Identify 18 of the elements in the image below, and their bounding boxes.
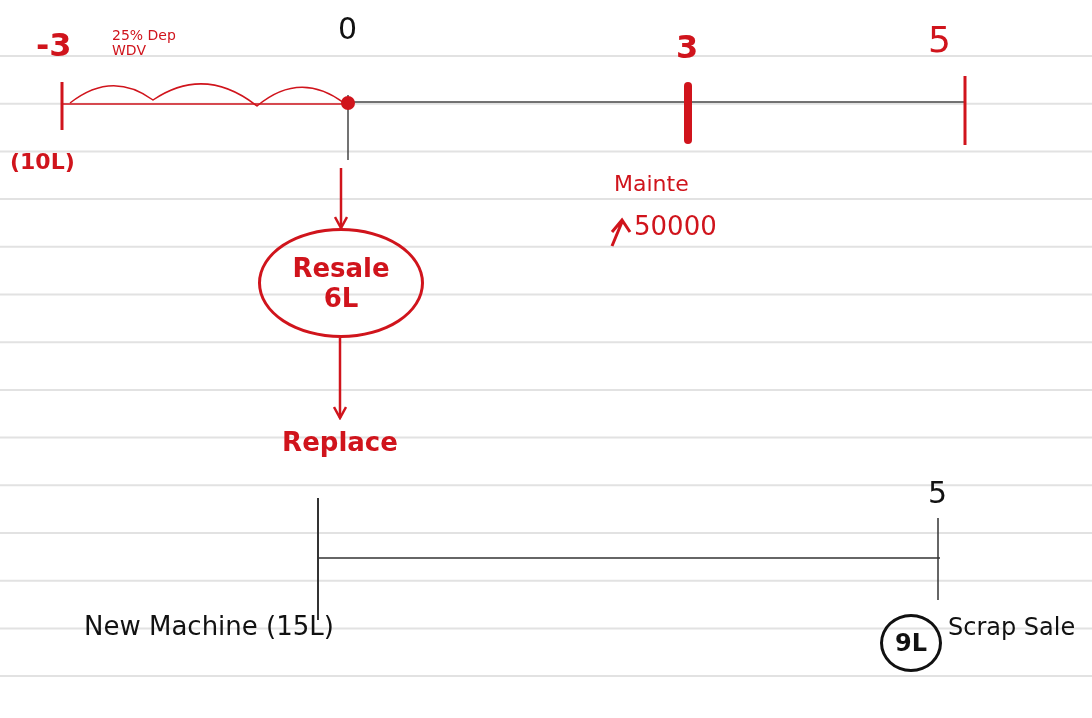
resale-ellipse <box>258 228 424 338</box>
arrow <box>332 338 348 420</box>
timeline-number: -3 <box>36 28 72 64</box>
replace-note: Replace <box>270 418 410 466</box>
cost-note: 50000 <box>634 212 717 241</box>
cost-note: (10L) <box>10 150 75 175</box>
new-machine-note: New Machine (15L) <box>84 612 335 641</box>
depreciation-note: 25% Dep WDV <box>112 28 177 59</box>
timeline-number: 0 <box>338 12 358 45</box>
maintenance-note: Mainte <box>614 172 689 197</box>
scrap-value-circle: 9L <box>880 614 942 672</box>
node-text: Resale <box>292 253 390 283</box>
timeline-number: 5 <box>928 476 948 509</box>
arrow <box>333 168 349 230</box>
scrap-sale-note: Scrap Sale <box>948 614 1077 641</box>
timeline-number: 3 <box>676 30 699 66</box>
node-text: 6L <box>323 283 359 313</box>
timeline-number: 5 <box>928 20 951 60</box>
